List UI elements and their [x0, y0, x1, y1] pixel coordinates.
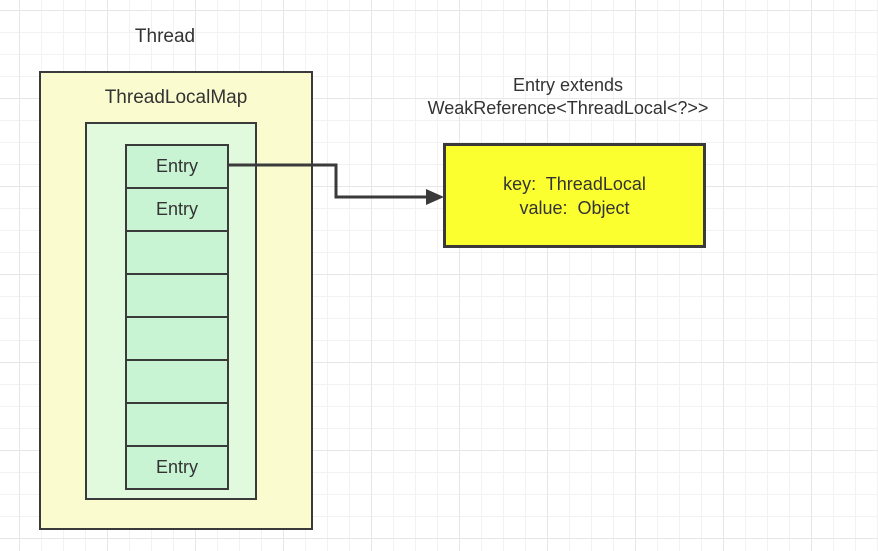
entry-stack: Entry Entry Entry — [125, 144, 229, 490]
threadlocalmap-title: ThreadLocalMap — [104, 87, 248, 108]
entry-cell-label: Entry — [155, 457, 198, 477]
entry-extends-note[interactable]: Entry extends WeakReference<ThreadLocal<… — [398, 74, 738, 120]
entry-cell[interactable] — [125, 273, 229, 318]
entry-cell[interactable] — [125, 359, 229, 404]
entry-cell-label: Entry — [155, 156, 198, 176]
entry-detail-key: key: ThreadLocal — [503, 173, 646, 194]
entry-detail-value: value: Object — [519, 197, 630, 218]
entry-detail-box[interactable]: key: ThreadLocal value: Object — [443, 143, 706, 248]
entry-cell[interactable]: Entry — [125, 187, 229, 232]
reference-arrowhead — [426, 189, 444, 205]
entry-cell[interactable] — [125, 230, 229, 275]
entry-extends-note-line1: Entry extends — [512, 75, 624, 95]
entry-cell-label: Entry — [155, 199, 198, 219]
thread-box[interactable]: ThreadLocalMap Entry Entry Entry — [39, 71, 313, 530]
thread-label[interactable]: Thread — [134, 26, 196, 47]
threadlocalmap-box[interactable]: Entry Entry Entry — [85, 122, 257, 500]
entry-cell[interactable] — [125, 402, 229, 447]
entry-cell[interactable] — [125, 316, 229, 361]
entry-cell[interactable]: Entry — [125, 144, 229, 189]
entry-cell[interactable]: Entry — [125, 445, 229, 490]
entry-extends-note-line2: WeakReference<ThreadLocal<?>> — [427, 98, 709, 118]
